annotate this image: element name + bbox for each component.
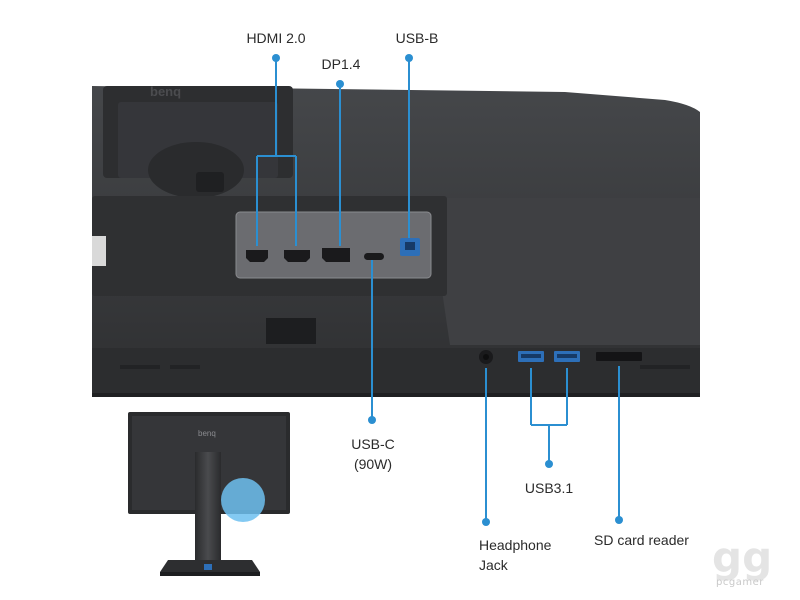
hdmi-port-icon (246, 250, 268, 262)
usb-b-port (400, 238, 420, 256)
monitor-back-panel: benq (92, 84, 700, 397)
headphone-jack-label: Headphone Jack (479, 537, 552, 573)
callout-lines (256, 54, 623, 526)
usb-a-port-1 (518, 351, 544, 362)
usb-c-label: USB-C (90W) (351, 436, 395, 472)
highlight-circle (221, 478, 265, 522)
watermark-logo: gg (712, 533, 772, 582)
usb-c-port-icon (364, 253, 384, 260)
hdmi-port-2 (284, 250, 310, 262)
hdmi-label: HDMI 2.0 (246, 30, 306, 46)
sd-card-slot (596, 352, 642, 361)
hdmi-port-icon (284, 250, 310, 262)
watermark-text: pcgamer (716, 577, 764, 588)
usb31-label: USB3.1 (524, 480, 574, 496)
usb-a-port-2 (554, 351, 580, 362)
monitor-thumbnail: benq (128, 412, 290, 576)
hdmi-port-1 (246, 250, 268, 262)
displayport-port (322, 248, 350, 262)
sd-slot-icon (596, 352, 642, 361)
svg-text:gg: gg (712, 533, 772, 582)
usb-b-label: USB-B (395, 30, 439, 46)
benq-logo-large: benq (150, 84, 181, 99)
displayport-icon (322, 248, 350, 262)
displayport-label: DP1.4 (321, 56, 361, 72)
headphone-jack-port (479, 350, 493, 364)
benq-logo-small: benq (198, 429, 216, 438)
sd-card-reader-label: SD card reader (594, 532, 689, 548)
usb-c-port (364, 253, 384, 260)
